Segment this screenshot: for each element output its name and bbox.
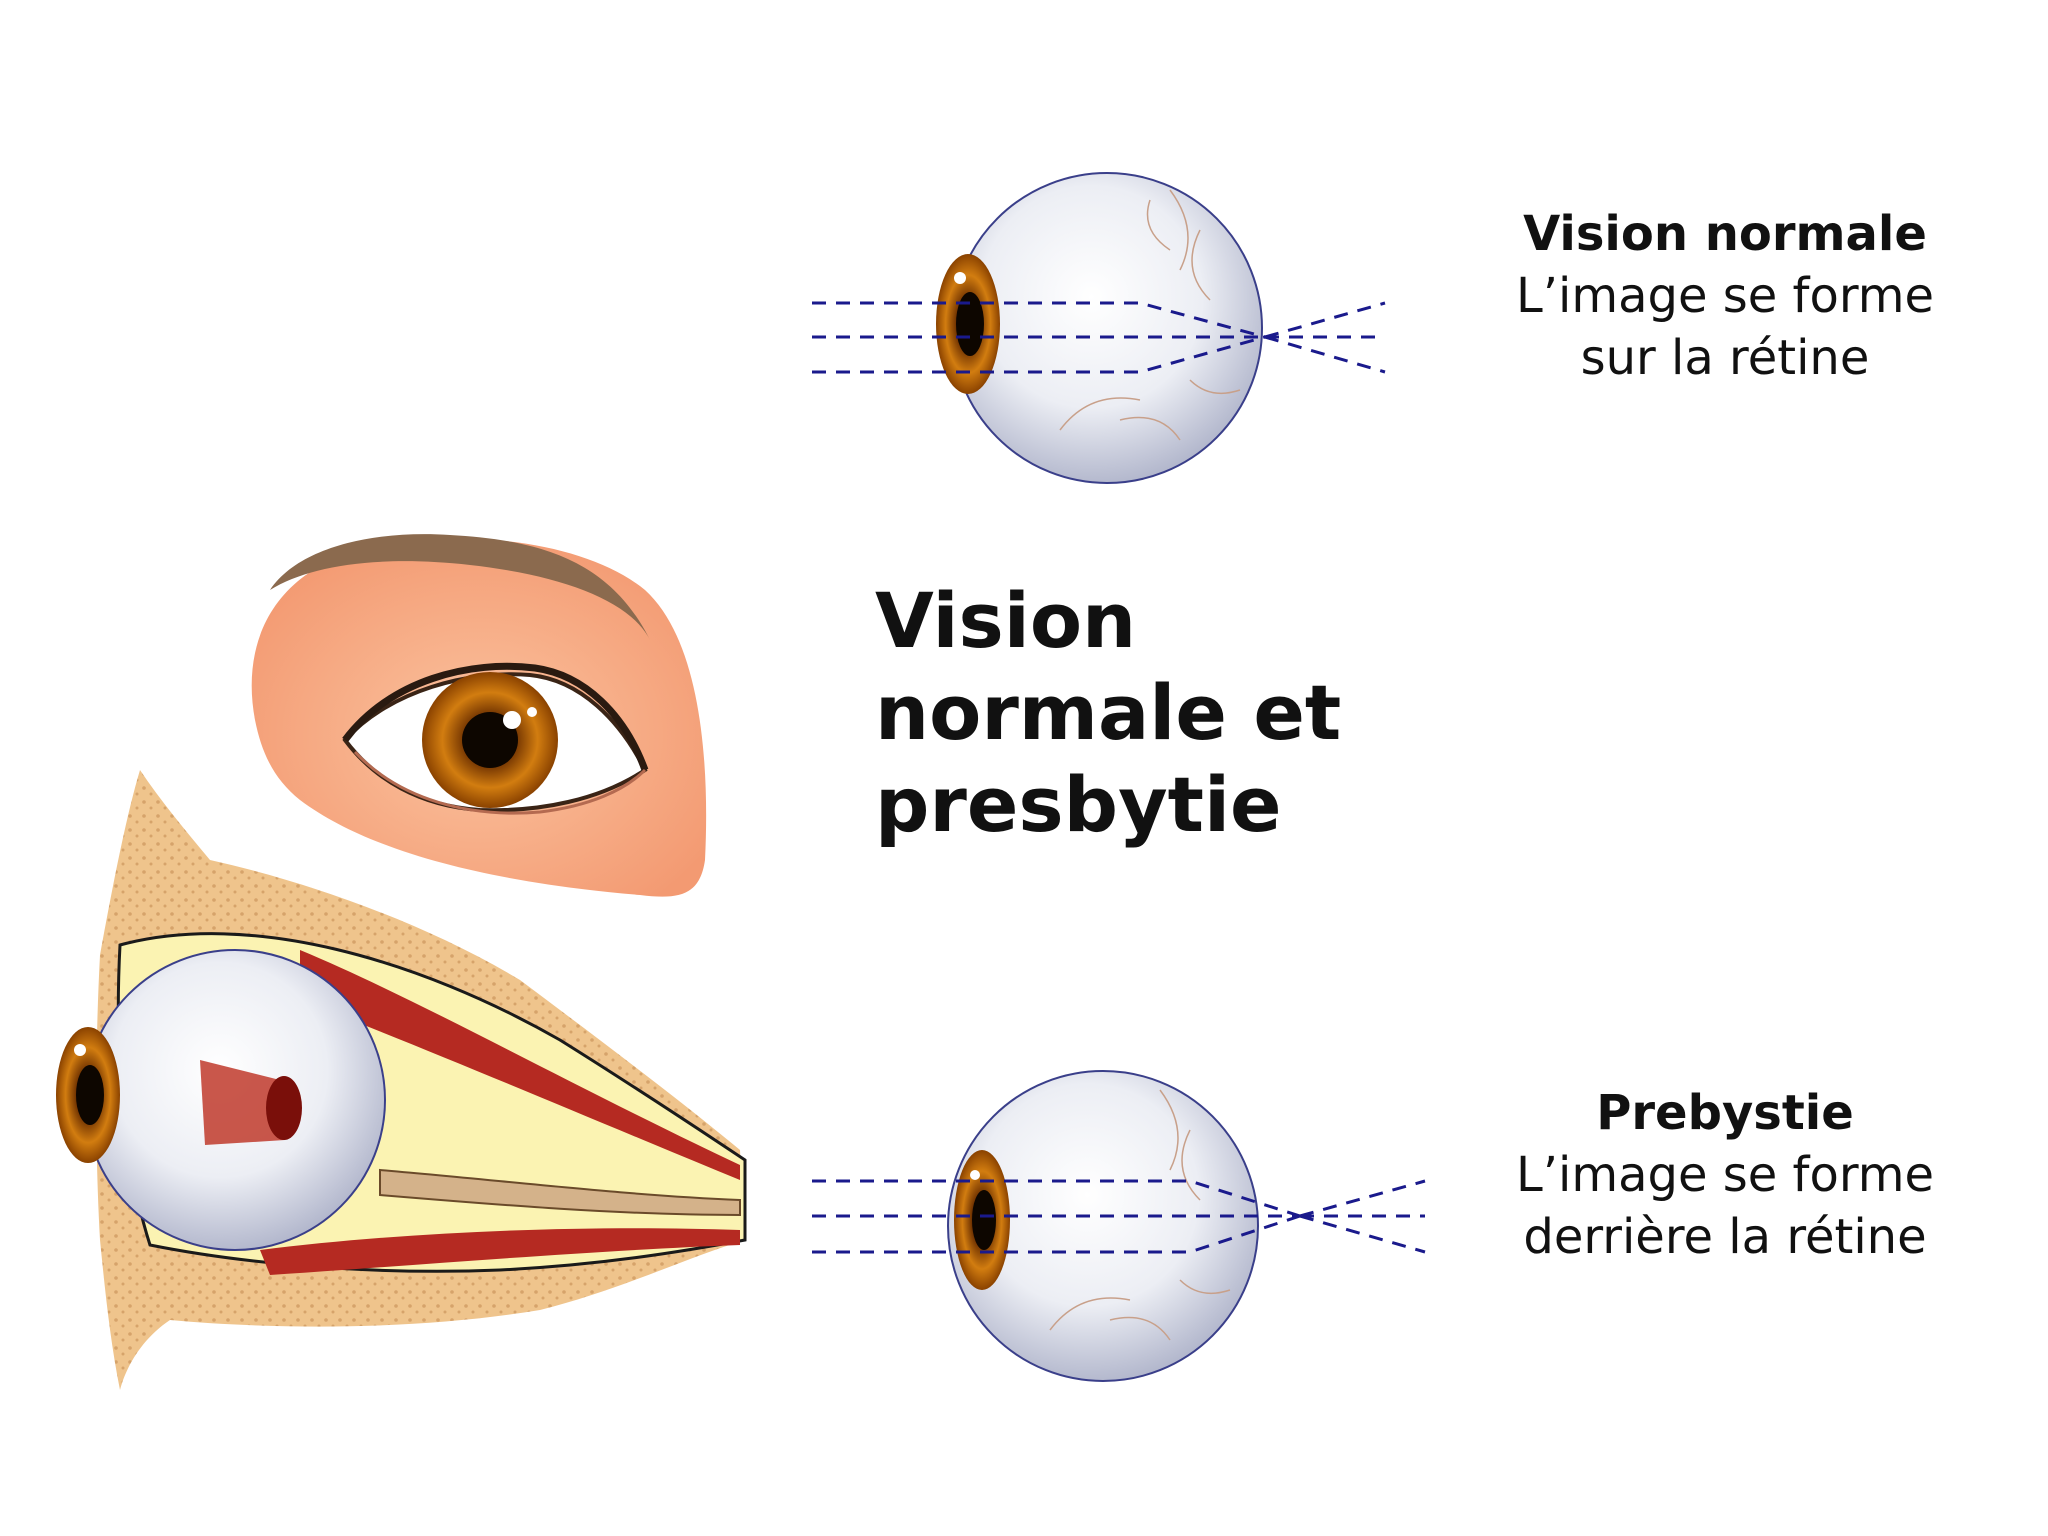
eye-front-icon (251, 534, 707, 897)
caption-presbyopia-line-1: L’image se forme (1515, 1147, 1934, 1203)
caption-presbyopia-heading: Prebystie (1596, 1085, 1854, 1141)
title-line-3: presbytie (875, 760, 1282, 849)
eyeball-presbyopia-icon (812, 1070, 1426, 1382)
caption-presbyopia: Prebystie L’image se forme derrière la r… (1445, 1082, 2005, 1268)
eye-anatomy-icon (56, 770, 747, 1390)
eyeball-normal-icon (812, 172, 1386, 484)
page-title: Vision normale et presbytie (875, 575, 1341, 851)
caption-presbyopia-line-2: derrière la rétine (1523, 1209, 1927, 1265)
title-line-2: normale et (875, 668, 1342, 757)
caption-normal-line-2: sur la rétine (1580, 330, 1870, 386)
caption-normal-vision: Vision normale L’image se forme sur la r… (1445, 203, 2005, 389)
caption-normal-heading: Vision normale (1523, 206, 1927, 262)
caption-normal-line-1: L’image se forme (1515, 268, 1934, 324)
title-line-1: Vision (875, 576, 1137, 665)
